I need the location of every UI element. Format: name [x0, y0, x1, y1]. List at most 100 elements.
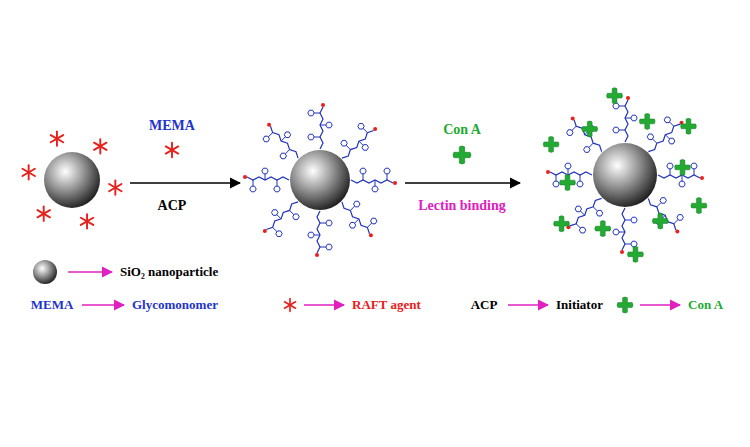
- con-a-symbol: [607, 88, 623, 104]
- glycomonomer-unit: [326, 220, 332, 226]
- sugar-linker: [657, 203, 661, 207]
- chain-end-group: [267, 123, 271, 127]
- reagent-label: ACP: [158, 198, 187, 213]
- glycomonomer-unit: [579, 227, 585, 233]
- chain-end-group: [369, 233, 373, 237]
- glycomonomer-unit: [575, 206, 581, 212]
- sugar-linker: [670, 122, 674, 126]
- chain-end-group: [626, 96, 630, 100]
- glycomonomer-unit: [677, 215, 683, 221]
- chain-end-group: [675, 230, 679, 234]
- polymer-chain: [658, 175, 700, 178]
- silica-nanoparticle: [290, 150, 350, 210]
- sugar-linker: [314, 235, 320, 236]
- sugar-linker: [314, 137, 320, 138]
- legend-arrow: [640, 304, 680, 306]
- sugar-linker: [670, 169, 671, 175]
- chain-end-group: [546, 170, 550, 174]
- glycomonomer-unit: [262, 168, 268, 174]
- sugar-linker: [568, 169, 569, 175]
- con-a-symbol: [554, 216, 570, 232]
- glycomonomer-unit: [647, 134, 653, 140]
- glycomonomer-unit: [664, 117, 670, 123]
- glycomonomer-unit: [326, 122, 332, 128]
- sugar-linker: [314, 113, 320, 114]
- sugar-linker: [285, 150, 289, 154]
- sugar-linker: [674, 220, 678, 224]
- sugar-linker: [653, 139, 657, 143]
- sugar-linker: [593, 207, 597, 211]
- con-a-symbol: [691, 198, 707, 214]
- raft-agent-symbol: [22, 165, 34, 179]
- sugar-linker: [619, 130, 625, 131]
- silica-nanoparticle: [44, 152, 100, 208]
- glycomonomer-unit: [596, 210, 602, 216]
- legend-text: SiO₂ nanoparticle: [120, 265, 218, 279]
- sugar-linker: [277, 180, 278, 186]
- glycomonomer-unit: [553, 181, 559, 187]
- legend-raft-symbol: [285, 299, 296, 312]
- glycomonomer-unit: [584, 147, 590, 153]
- con-a-symbol: [543, 136, 559, 152]
- sugar-linker: [576, 224, 580, 228]
- con-a-symbol: [559, 175, 575, 191]
- glycomonomer-unit: [667, 163, 673, 169]
- sugar-linker: [682, 175, 683, 181]
- sugar-linker: [625, 220, 631, 221]
- legend-text: Glycomonomer: [132, 298, 218, 312]
- silica-nanoparticle: [593, 143, 657, 207]
- polymer-chain: [351, 180, 393, 183]
- chain-end-group: [243, 175, 247, 179]
- glycomonomer-unit: [613, 127, 619, 133]
- glycomonomer-unit: [613, 229, 619, 235]
- glycomonomer-unit: [565, 163, 571, 169]
- polymer-chain: [342, 202, 370, 234]
- legend-con-a-symbol: [617, 297, 633, 313]
- glycomonomer-unit: [577, 181, 583, 187]
- legend-key-label: MEMA: [31, 298, 74, 312]
- glycomonomer-unit: [308, 134, 314, 140]
- glycomonomer-unit: [631, 217, 637, 223]
- glycomonomer-unit: [274, 186, 280, 192]
- raft-agent-symbol: [81, 214, 93, 228]
- glycomonomer-unit: [358, 123, 364, 129]
- con-a-symbol: [595, 221, 611, 237]
- sugar-linker: [320, 247, 326, 248]
- con-a-symbol: [627, 246, 643, 262]
- sugar-linker: [320, 223, 326, 224]
- sugar-linker: [290, 210, 294, 214]
- sugar-linker: [277, 215, 281, 219]
- polymer-chain: [648, 198, 676, 230]
- polymer-chain: [625, 100, 628, 142]
- raft-agent-symbol: [109, 180, 121, 194]
- legend-arrow: [304, 304, 344, 306]
- glycomonomer-unit: [308, 110, 314, 116]
- sugar-linker: [281, 137, 285, 141]
- sugar-linker: [580, 211, 584, 215]
- reaction-arrow: [405, 182, 520, 184]
- glycomonomer-unit: [371, 218, 377, 224]
- sugar-linker: [625, 244, 631, 245]
- glycomonomer-unit: [272, 210, 278, 216]
- glycomonomer-unit: [360, 168, 366, 174]
- glycomonomer-unit: [613, 103, 619, 109]
- raft-agent-symbol: [51, 131, 63, 145]
- glycomonomer-unit: [250, 186, 256, 192]
- raft-agent-symbol: [94, 139, 106, 153]
- sugar-linker: [350, 206, 354, 210]
- polymer-chain: [271, 126, 299, 158]
- reagent-label: Con A: [443, 122, 481, 137]
- sugar-linker: [580, 175, 581, 181]
- step-label: Lectin binding: [418, 198, 506, 213]
- sugar-linker: [619, 106, 625, 107]
- legend-text: Initiator: [556, 298, 603, 312]
- chain-end-group: [315, 253, 319, 257]
- sugar-linker: [375, 180, 376, 186]
- chain-end-group: [620, 250, 624, 254]
- con-a-symbol: [453, 146, 471, 164]
- con-a-symbol: [652, 213, 668, 229]
- polymer-chain: [622, 208, 625, 250]
- legend-key-label: ACP: [471, 298, 498, 312]
- legend-text: RAFT agent: [352, 298, 421, 312]
